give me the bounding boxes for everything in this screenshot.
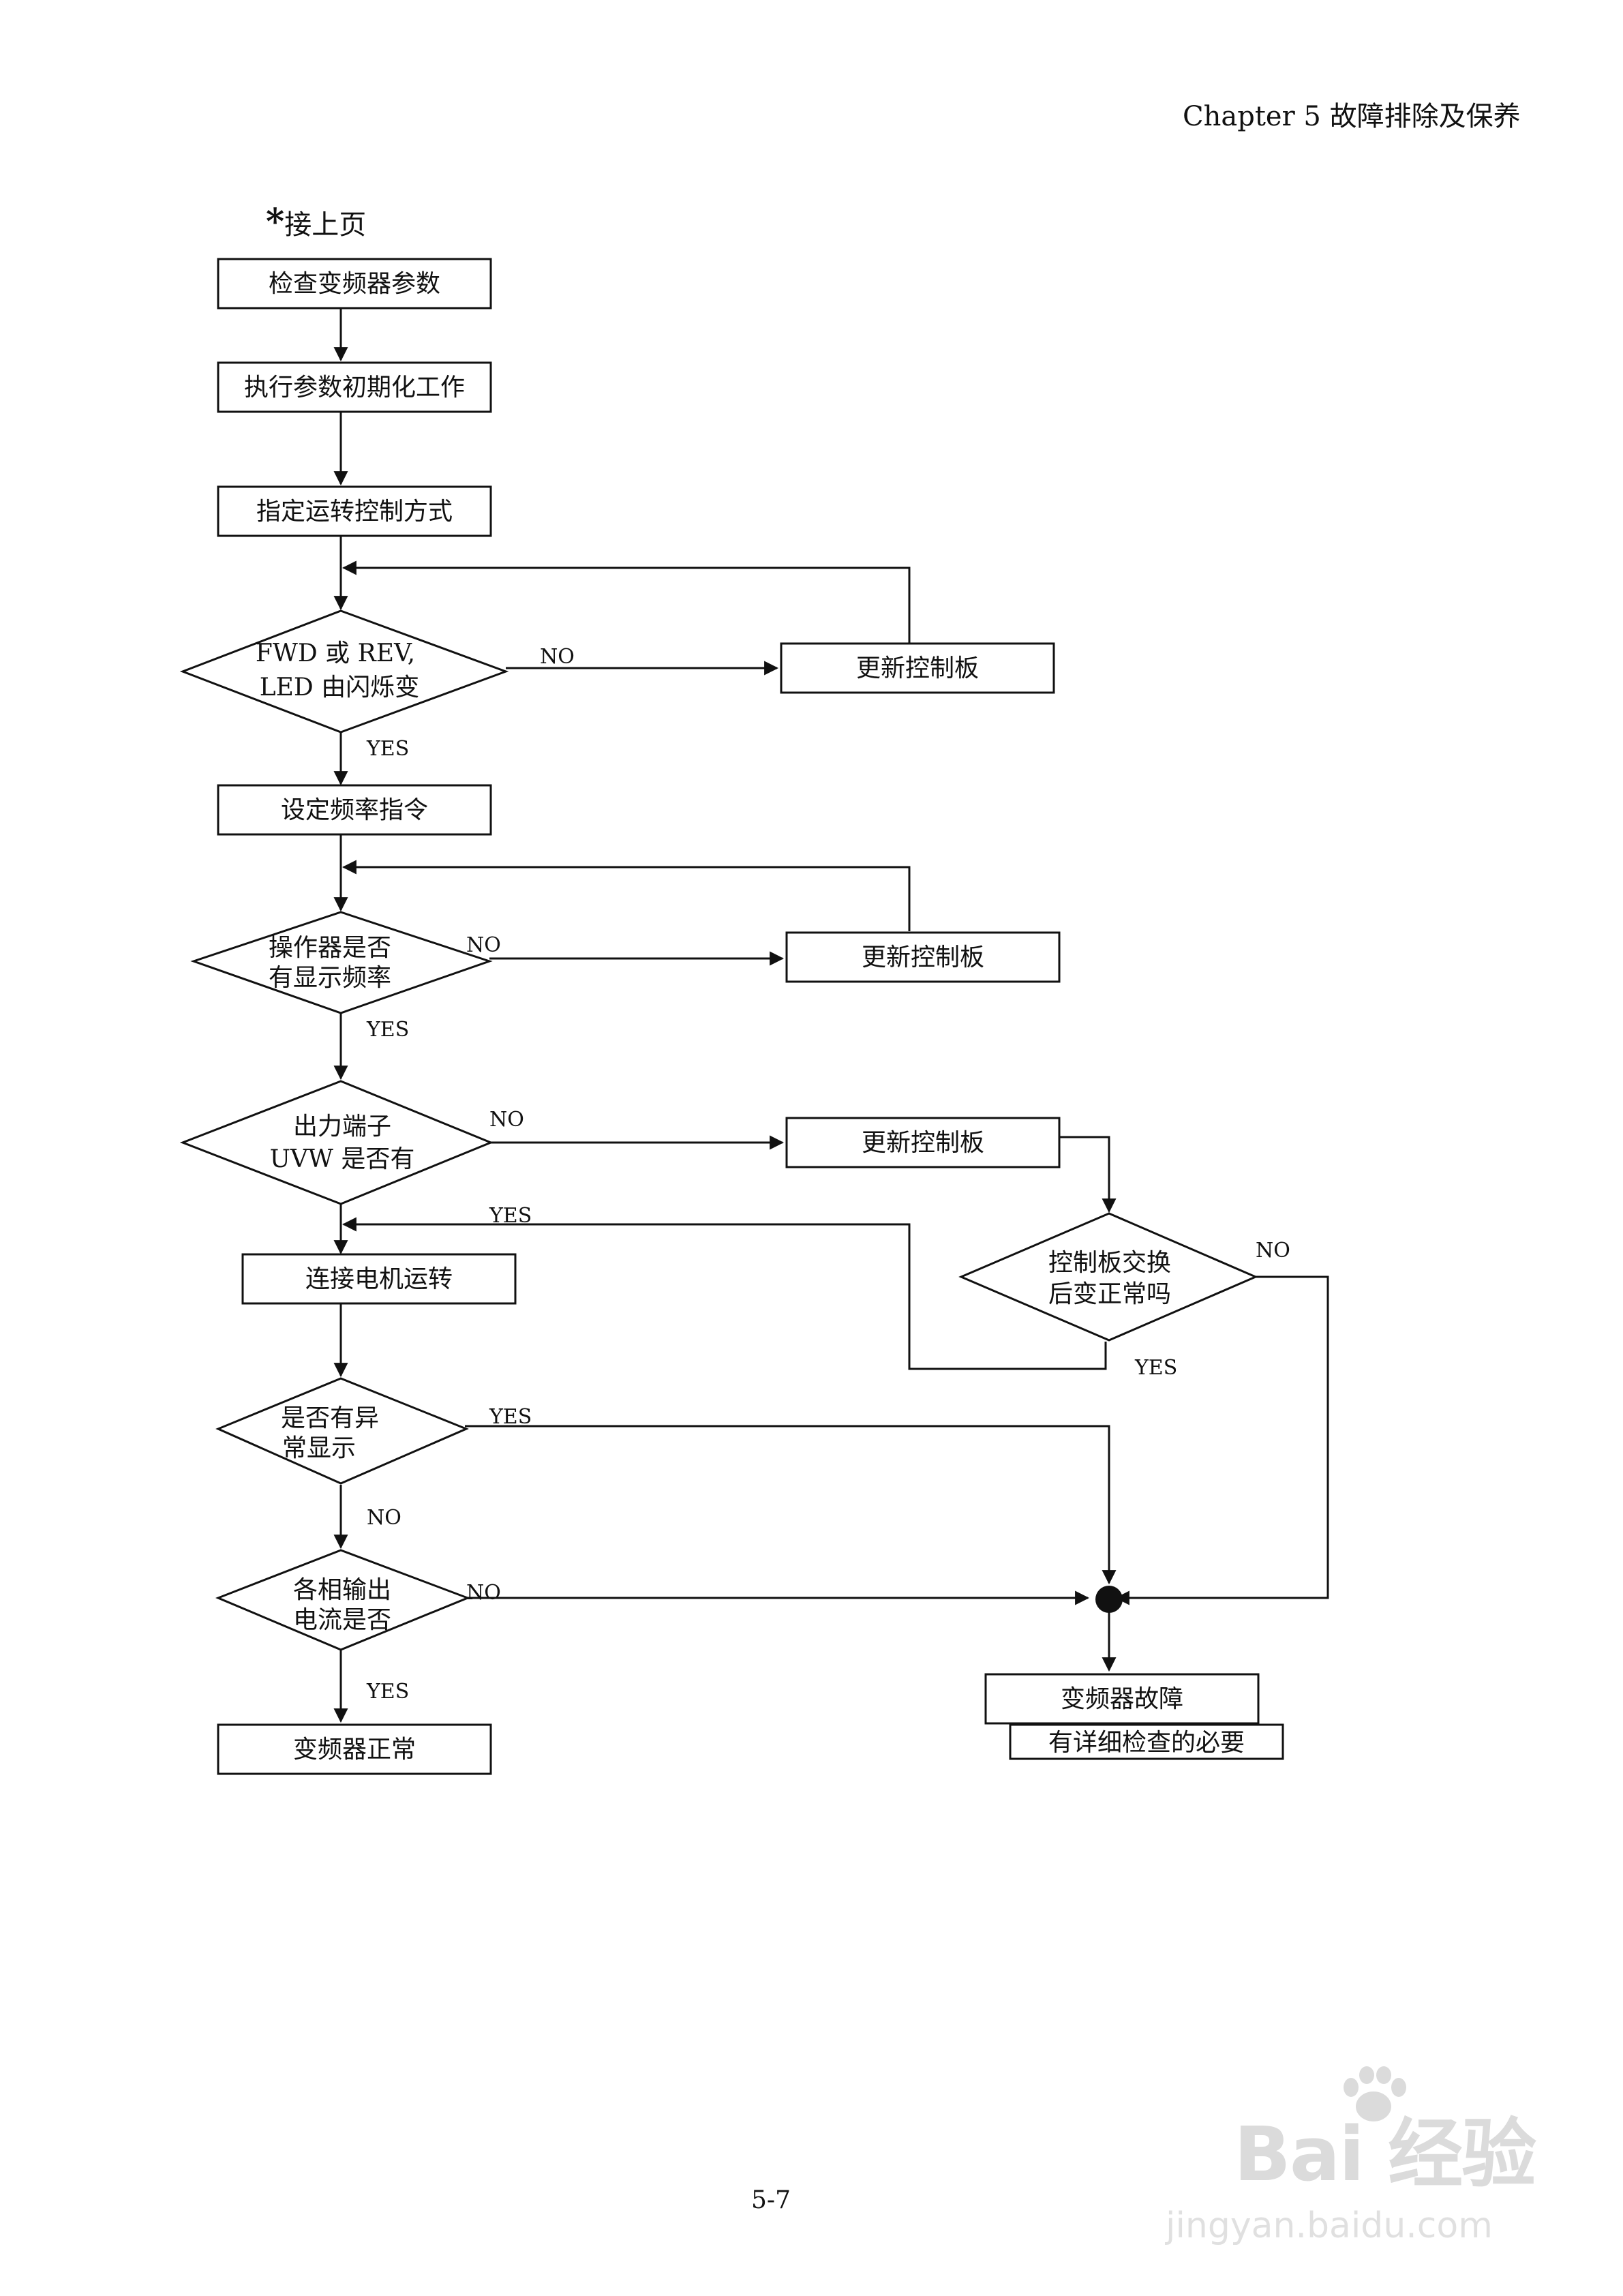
decision-label: 后变正常吗: [1048, 1280, 1171, 1308]
label-yes: YES: [366, 737, 409, 761]
label-yes: YES: [366, 1018, 409, 1042]
node-replace-board-2: 更新控制板: [785, 931, 1061, 983]
decision-label: FWD 或 REV,: [256, 639, 415, 667]
node-set-control: 指定运转控制方式: [217, 485, 492, 537]
label-no: NO: [466, 1581, 501, 1605]
node-label: 指定运转控制方式: [256, 498, 453, 526]
label-no: NO: [466, 933, 501, 957]
decision-label: 操作器是否: [269, 934, 391, 962]
asterisk-mark: *: [266, 201, 285, 243]
node-label: 变频器正常: [293, 1736, 416, 1764]
decision-label: 电流是否: [293, 1606, 391, 1634]
node-label: 执行参数初期化工作: [244, 374, 465, 402]
edge-replace2-loop: [342, 860, 911, 931]
decision-label: 是否有异: [281, 1404, 379, 1432]
decision-label: 有显示频率: [269, 964, 391, 992]
label-yes: YES: [1134, 1356, 1177, 1380]
label-yes: YES: [489, 1405, 532, 1429]
watermark: Bai 经验 jingyan.baidu.com: [1159, 2066, 1541, 2246]
decision-label: 出力端子: [293, 1113, 391, 1141]
edge-labels: NO YES NO YES NO YES NO YES YES NO NO YE…: [366, 645, 1290, 1704]
decision-phase-current: 各相输出 电流是否: [215, 1549, 471, 1651]
label-no: NO: [367, 1506, 401, 1530]
decision-label: UVW 是否有: [270, 1145, 415, 1173]
continuation-note: *接上页: [266, 201, 366, 243]
watermark-site: jingyan.baidu.com: [1166, 2205, 1493, 2246]
decision-uvw: 出力端子 UVW 是否有: [179, 1080, 494, 1205]
label-yes: YES: [489, 1204, 532, 1228]
decision-abnormal: 是否有异 常显示: [215, 1377, 469, 1485]
node-label: 有详细检查的必要: [1048, 1729, 1245, 1757]
label-no: NO: [1256, 1239, 1290, 1263]
edge-abnormal-yes: [465, 1425, 1117, 1585]
decision-label: 常显示: [282, 1434, 356, 1462]
connectors: [333, 308, 1329, 1723]
decision-fwd-rev: FWD 或 REV, LED 由闪烁变: [179, 609, 509, 734]
continuation-text: 接上页: [284, 209, 367, 241]
label-yes: YES: [366, 1680, 409, 1704]
node-label: 连接电机运转: [305, 1265, 453, 1293]
decision-label: 各相输出: [293, 1576, 391, 1604]
node-inspect-needed: 有详细检查的必要: [1009, 1723, 1284, 1760]
edge-replace3-to-swap: [1058, 1136, 1117, 1213]
node-label: 更新控制板: [862, 1129, 984, 1157]
node-inverter-fault: 变频器故障: [984, 1673, 1260, 1725]
decision-board-swap: 控制板交换 后变正常吗: [958, 1212, 1258, 1342]
decision-label: 控制板交换: [1048, 1249, 1171, 1277]
edge-replace1-loop: [342, 560, 911, 644]
page-header: Chapter 5 故障排除及保养: [1183, 101, 1521, 132]
node-check-params: 检查变频器参数: [217, 258, 492, 309]
node-label: 检查变频器参数: [269, 270, 440, 298]
node-label: 设定频率指令: [281, 796, 428, 824]
node-replace-board-3: 更新控制板: [785, 1117, 1061, 1168]
node-inverter-ok: 变频器正常: [217, 1723, 492, 1775]
watermark-brand: Bai 经验: [1234, 2111, 1536, 2198]
paw-icon: [1344, 2066, 1406, 2121]
decision-label: LED 由闪烁变: [260, 674, 420, 701]
node-init-params: 执行参数初期化工作: [217, 361, 492, 413]
node-label: 更新控制板: [862, 943, 984, 971]
node-set-freq: 设定频率指令: [217, 784, 492, 836]
node-label: 更新控制板: [856, 654, 979, 682]
label-no: NO: [489, 1108, 524, 1132]
label-no: NO: [540, 645, 575, 669]
merge-dot: [1095, 1586, 1123, 1613]
edge-swap-no: [1114, 1275, 1329, 1605]
decision-op-display: 操作器是否 有显示频率: [190, 911, 493, 1014]
page-number: 5-7: [751, 2186, 791, 2214]
node-run-motor: 连接电机运转: [241, 1253, 517, 1305]
node-label: 变频器故障: [1061, 1685, 1183, 1713]
node-replace-board-1: 更新控制板: [780, 642, 1055, 694]
edge-swap-yes-loop: [342, 1217, 1107, 1370]
